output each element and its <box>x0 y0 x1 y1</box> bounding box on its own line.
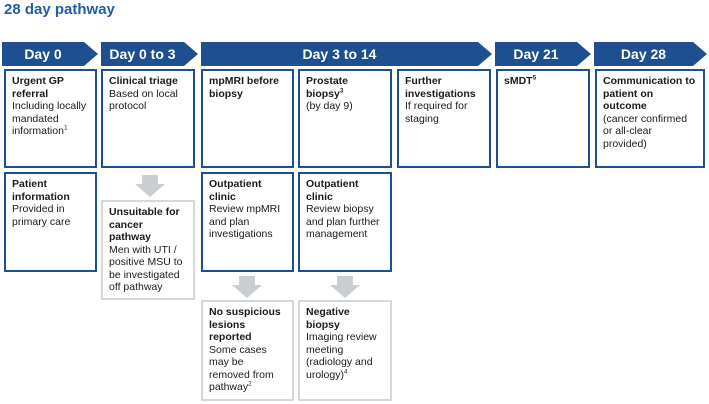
down-arrow-icon <box>135 175 165 197</box>
box-text: Some cases may be removed from pathway2 <box>209 343 274 394</box>
box-outpatient-clinic-mri: Outpatient clinic Review mpMRI and plan … <box>201 172 294 272</box>
stage-label: Day 0 to 3 <box>109 46 176 62</box>
stage-label: Day 0 <box>24 46 62 62</box>
box-further-investigations: Further investigations If required for s… <box>397 69 491 168</box>
box-unsuitable-for-cancer-pathway: Unsuitable for cancer pathway Men with U… <box>101 200 195 300</box>
stage-day-0: Day 0 <box>2 42 98 66</box>
page-title: 28 day pathway <box>4 1 115 18</box>
box-patient-information: Patient information Provided in primary … <box>4 172 97 272</box>
stage-label: Day 3 to 14 <box>302 46 377 62</box>
footnote-marker: 2 <box>248 380 252 388</box>
box-clinical-triage: Clinical triage Based on local protocol <box>101 69 195 168</box>
box-heading: Urgent GP referral <box>12 75 64 100</box>
box-text: If required for staging <box>405 100 468 125</box>
stage-day-0-to-3: Day 0 to 3 <box>101 42 198 66</box>
box-heading: Patient information <box>12 178 70 203</box>
box-text: Based on local protocol <box>109 87 178 113</box>
box-urgent-gp-referral: Urgent GP referral Including locally man… <box>4 69 97 168</box>
box-heading: No suspicious lesions reported <box>209 306 281 343</box>
box-text: Review mpMRI and plan investigations <box>209 203 281 240</box>
box-heading: Communication to patient on outcome <box>603 75 696 112</box>
box-negative-biopsy: Negative biopsy Imaging review meeting (… <box>298 300 392 401</box>
box-no-suspicious-lesions: No suspicious lesions reported Some case… <box>201 300 294 401</box>
box-heading: Outpatient clinic <box>209 178 262 203</box>
box-prostate-biopsy: Prostate biopsy3 (by day 9) <box>298 69 392 168</box>
box-text: Including locally mandated information1 <box>12 100 87 137</box>
box-heading: Prostate biopsy3 <box>306 75 349 100</box>
box-heading: Outpatient clinic <box>306 178 359 203</box>
box-outpatient-clinic-biopsy: Outpatient clinic Review biopsy and plan… <box>298 172 392 272</box>
stage-day-21: Day 21 <box>495 42 591 66</box>
box-heading: mpMRI before biopsy <box>209 75 280 100</box>
footnote-marker: 5 <box>532 74 537 82</box>
box-text: Review biopsy and plan further managemen… <box>306 203 380 240</box>
box-heading: Further investigations <box>405 75 476 100</box>
footnote-marker: 4 <box>343 368 348 375</box>
footnote-marker: 3 <box>339 87 344 94</box>
box-mpmri-before-biopsy: mpMRI before biopsy <box>201 69 294 168</box>
box-text: (by day 9) <box>306 100 353 112</box>
footnote-marker: 1 <box>63 124 68 132</box>
stage-day-3-to-14: Day 3 to 14 <box>201 42 492 66</box>
down-arrow-icon <box>232 276 262 298</box>
stage-label: Day 21 <box>513 46 559 62</box>
box-smdt: sMDT5 <box>496 69 590 168</box>
box-text: Men with UTI / positive MSU to be invest… <box>109 243 183 294</box>
stage-day-28: Day 28 <box>594 42 707 66</box>
stage-label: Day 28 <box>620 46 667 62</box>
box-heading: sMDT5 <box>504 74 537 87</box>
box-heading: Clinical triage <box>109 75 178 87</box>
box-text: (cancer confirmed or all-clear provided) <box>603 112 688 150</box>
box-text: Imaging review meeting (radiology and ur… <box>306 331 377 381</box>
down-arrow-icon <box>330 276 360 298</box>
box-heading: Unsuitable for cancer pathway <box>109 206 180 243</box>
box-text: Provided in primary care <box>12 203 71 228</box>
box-heading: Negative biopsy <box>306 306 350 331</box>
box-communication: Communication to patient on outcome (can… <box>595 69 705 168</box>
